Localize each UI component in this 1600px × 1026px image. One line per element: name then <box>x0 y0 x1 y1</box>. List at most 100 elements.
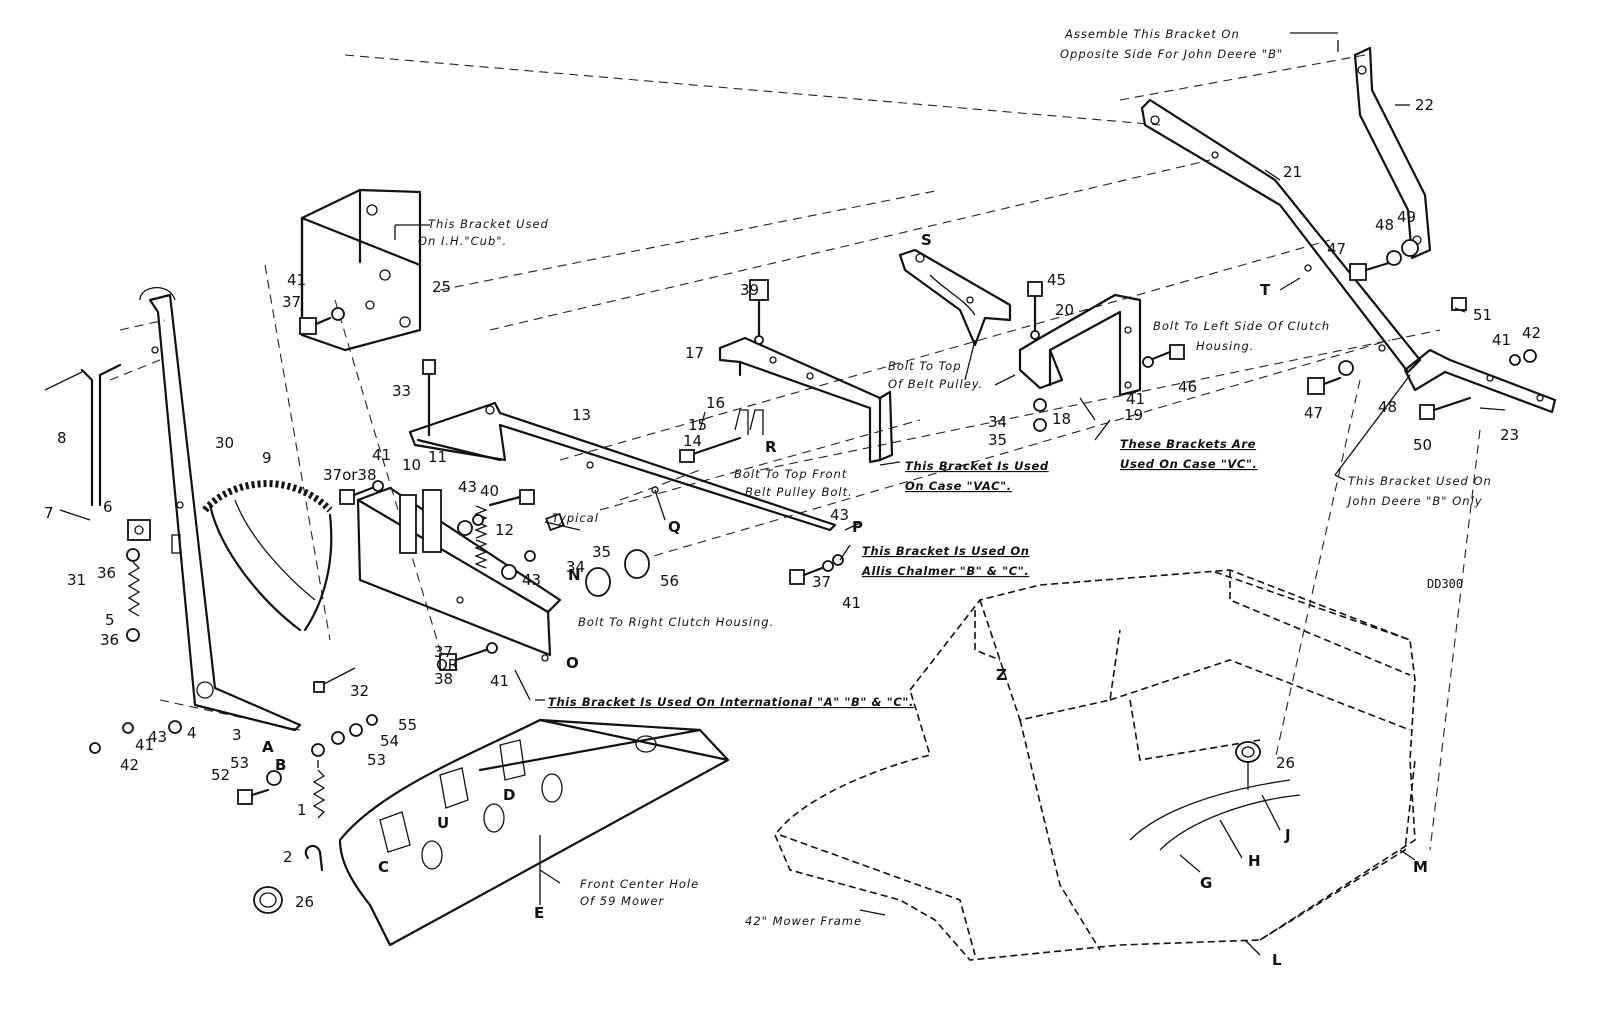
callout-41-f: 41 <box>1492 331 1511 349</box>
hardware-47-48-49 <box>1307 239 1537 420</box>
callout-16: 16 <box>706 394 725 412</box>
letter-c: C <box>378 858 389 876</box>
note-front-center-1: Front Center Hole <box>580 877 699 891</box>
callout-37or38: 37or38 <box>323 466 377 484</box>
mower-42-frame <box>774 569 1416 961</box>
callout-48-top: 48 <box>1375 216 1394 234</box>
callout-15: 15 <box>688 416 707 434</box>
callout-25: 25 <box>432 278 451 296</box>
note-case-vc-1: These Brackets Are <box>1120 437 1256 451</box>
callout-47-top: 47 <box>1327 240 1346 258</box>
callout-53-right: 53 <box>367 751 386 769</box>
callout-50: 50 <box>1413 436 1432 454</box>
callout-43-right: 43 <box>830 506 849 524</box>
callout-3: 3 <box>232 726 242 744</box>
callout-37-right: 37 <box>812 573 831 591</box>
callout-17: 17 <box>685 344 704 362</box>
note-international: This Bracket Is Used On International "A… <box>548 695 914 709</box>
letter-z: Z <box>996 666 1007 684</box>
callout-35-left: 35 <box>592 543 611 561</box>
callout-32: 32 <box>350 682 369 700</box>
bar-part-21 <box>1140 98 1422 374</box>
callout-55: 55 <box>398 716 417 734</box>
note-bolt-top-1: Bolt To Top <box>888 359 962 373</box>
note-case-vac-1: This Bracket Is Used <box>905 459 1049 473</box>
letter-u: U <box>437 814 449 832</box>
callout-51: 51 <box>1473 306 1492 324</box>
bracket-part-17 <box>718 336 894 464</box>
callout-8: 8 <box>57 429 67 447</box>
callout-7: 7 <box>44 504 54 522</box>
letter-b: B <box>275 756 286 774</box>
callout-49: 49 <box>1397 208 1416 226</box>
lift-lever-part-3 <box>139 286 302 732</box>
bolt-part-39 <box>749 279 769 345</box>
callout-43-left: 43 <box>148 728 167 746</box>
note-case-vac-2: On Case "VAC". <box>905 479 1012 493</box>
letter-d: D <box>503 786 515 804</box>
callout-52: 52 <box>211 766 230 784</box>
callout-41-b: 41 <box>372 446 391 464</box>
callout-54: 54 <box>380 732 399 750</box>
callout-41-g: 41 <box>135 736 154 754</box>
callout-35-right: 35 <box>988 431 1007 449</box>
long-bar-part-13 <box>408 401 837 532</box>
callout-1: 1 <box>297 801 307 819</box>
callout-5: 5 <box>105 611 115 629</box>
callout-39: 39 <box>740 281 759 299</box>
note-assemble-bracket-2: Opposite Side For John Deere "B" <box>1060 47 1283 61</box>
callout-36-top: 36 <box>97 564 116 582</box>
letter-g: G <box>1200 874 1212 892</box>
callout-48-bottom: 48 <box>1378 398 1397 416</box>
letter-a: A <box>262 738 274 756</box>
callout-41-d: 41 <box>842 594 861 612</box>
callout-9: 9 <box>262 449 272 467</box>
channel-bracket <box>356 486 562 662</box>
chain-spring-assembly <box>126 519 151 642</box>
callout-34-right: 34 <box>988 413 1007 431</box>
note-assemble-bracket-1: Assemble This Bracket On <box>1064 27 1240 41</box>
callout-21: 21 <box>1283 163 1302 181</box>
callout-31: 31 <box>67 571 86 589</box>
callout-38: 38 <box>434 670 453 688</box>
callout-41-e: 41 <box>1126 390 1145 408</box>
bolt-part-33 <box>422 359 436 437</box>
callout-40: 40 <box>480 482 499 500</box>
callout-46: 46 <box>1178 378 1197 396</box>
note-allis-1: This Bracket Is Used On <box>862 544 1029 558</box>
small-parts-14-15-16 <box>679 409 764 463</box>
notes: Assemble This Bracket On Opposite Side F… <box>418 27 1491 928</box>
callout-30: 30 <box>215 434 234 452</box>
callout-or: OR <box>436 656 458 674</box>
callout-4: 4 <box>187 724 197 742</box>
letter-p: P <box>852 518 863 536</box>
note-right-clutch: Bolt To Right Clutch Housing. <box>578 615 774 629</box>
callout-13: 13 <box>572 406 591 424</box>
note-bolt-left-1: Bolt To Left Side Of Clutch <box>1153 319 1330 333</box>
bolt-part-45 <box>1027 281 1043 340</box>
part-callouts: 1 2 3 4 5 6 7 8 9 10 11 12 13 14 15 16 1… <box>44 96 1541 911</box>
callout-22: 22 <box>1415 96 1434 114</box>
gear-quadrant-part-9 <box>202 480 333 632</box>
callout-45: 45 <box>1047 271 1066 289</box>
note-front-center-2: Of 59 Mower <box>580 894 664 908</box>
letter-h: H <box>1248 852 1261 870</box>
letter-t: T <box>1260 281 1271 299</box>
callout-12: 12 <box>495 521 514 539</box>
letter-q: Q <box>668 518 681 536</box>
callout-26-right: 26 <box>1276 754 1295 772</box>
hook-rod-part-8 <box>44 363 122 521</box>
callout-36-bottom: 36 <box>100 631 119 649</box>
callout-19: 19 <box>1124 406 1143 424</box>
callout-23: 23 <box>1500 426 1519 444</box>
callout-43-mid: 43 <box>458 478 477 496</box>
letter-r: R <box>765 438 777 456</box>
callout-37-top: 37 <box>282 293 301 311</box>
letter-m: M <box>1413 858 1428 876</box>
callout-37-bottom: 37 <box>434 643 453 661</box>
note-ih-cub-1: This Bracket Used <box>428 217 549 231</box>
note-allis-2: Allis Chalmer "B" & "C". <box>861 564 1029 578</box>
callout-56: 56 <box>660 572 679 590</box>
letter-l: L <box>1272 951 1282 969</box>
